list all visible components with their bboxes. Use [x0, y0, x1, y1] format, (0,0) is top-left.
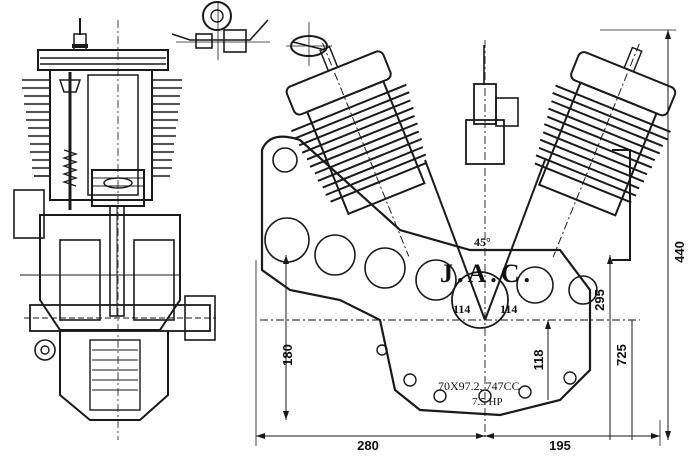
carburettor	[465, 45, 519, 165]
dim-mid-height: 725	[614, 344, 629, 366]
rear-cylinder	[534, 43, 677, 258]
timing-gears	[264, 147, 598, 329]
dim-right-length: 195	[549, 438, 571, 453]
spec-line-1: 70X97.2, 747CC	[438, 379, 520, 393]
dim-left-length: 280	[357, 438, 379, 453]
dim-overall-height: 440	[672, 241, 687, 263]
half-angle-left: 114	[453, 302, 470, 316]
crankcase-brand: J.A.C.	[440, 259, 534, 288]
rear-conrod	[484, 159, 546, 321]
spec-line-2: 7.5 HP	[472, 396, 503, 408]
v-twin-view: 45° 114 114 J.A.C. 70X97.2, 747CC 7.5 HP	[260, 40, 677, 440]
clip-detail	[286, 22, 332, 66]
case-bolts	[376, 344, 577, 403]
detail-views	[171, 1, 332, 66]
dimension-lines: 440 295 725 118 180 280 195	[255, 29, 687, 453]
sectional-view	[13, 18, 216, 440]
left-spark-plug	[72, 18, 88, 51]
left-crankcase	[13, 189, 216, 421]
dim-upper-height: 295	[592, 289, 607, 311]
front-cylinder	[285, 42, 428, 257]
tappet-detail	[171, 1, 270, 60]
exhaust-pipe	[612, 149, 631, 261]
half-angle-right: 114	[500, 302, 517, 316]
left-cylinder-fins	[22, 49, 182, 177]
dim-crank-height: 118	[531, 350, 546, 371]
dim-left-height: 180	[280, 344, 295, 366]
front-conrod	[424, 159, 486, 321]
left-cylinder-bore	[49, 69, 153, 210]
angle-label: 45°	[474, 235, 491, 249]
